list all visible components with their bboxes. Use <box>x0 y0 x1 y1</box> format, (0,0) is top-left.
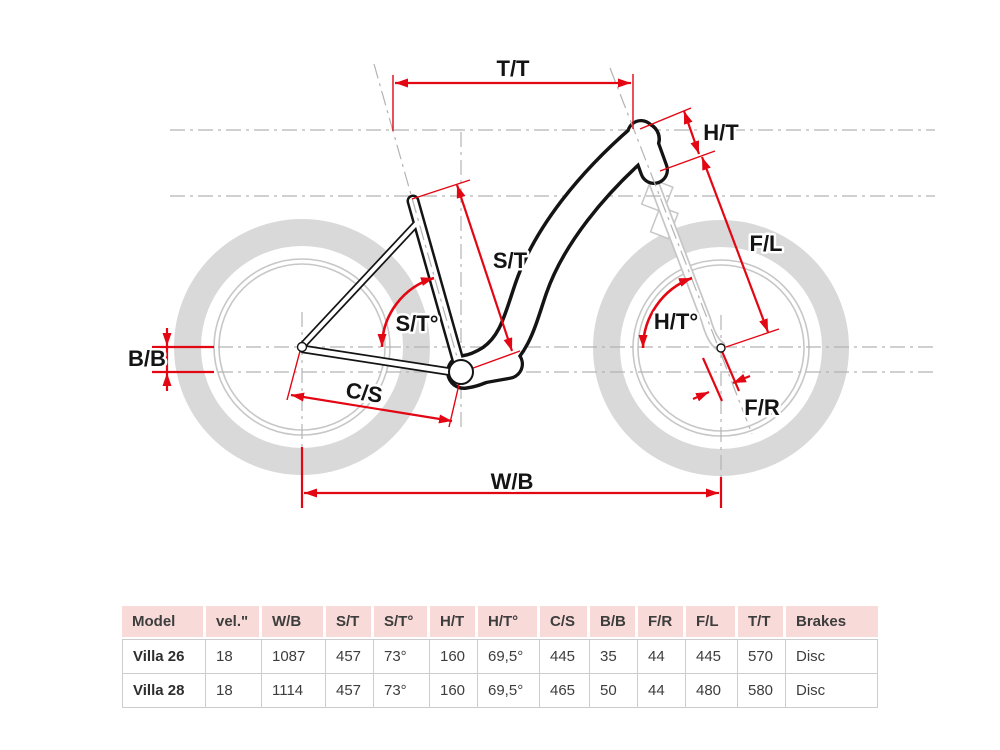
table-header-cell: H/T° <box>478 606 540 639</box>
label-wheelbase: W/B <box>491 469 534 494</box>
dim-seat-tube <box>411 179 521 372</box>
table-header-cell: Brakes <box>786 606 878 639</box>
dim-head-tube <box>639 107 716 172</box>
dim-wheelbase <box>300 447 723 508</box>
value-cell: 50 <box>590 674 638 708</box>
value-cell: 457 <box>326 639 374 674</box>
label-head-tube: H/T <box>703 120 739 145</box>
table-header-cell: T/T <box>738 606 786 639</box>
value-cell: 445 <box>540 639 590 674</box>
dim-fork-rake <box>692 348 751 402</box>
label-bb-drop: B/B <box>128 346 166 371</box>
table-header-cell: vel." <box>206 606 262 639</box>
model-cell: Villa 28 <box>122 674 206 708</box>
rear-axle <box>296 341 308 353</box>
dimension-labels: T/T H/T S/T F/L S/T° H/T° B/B C/S F/R W/… <box>126 54 785 497</box>
value-cell: 69,5° <box>478 674 540 708</box>
value-cell: 73° <box>374 674 430 708</box>
dimensions <box>152 74 780 508</box>
label-fork-length: F/L <box>750 231 783 256</box>
guide-lines <box>170 129 935 478</box>
dim-bb-drop <box>152 328 214 391</box>
label-seat-tube: S/T <box>493 248 528 273</box>
value-cell: 1087 <box>262 639 326 674</box>
dim-head-angle-arc <box>638 276 693 349</box>
value-cell: 18 <box>206 639 262 674</box>
table-header-cell: F/L <box>686 606 738 639</box>
table-header-cell: Model <box>122 606 206 639</box>
label-fork-rake: F/R <box>744 395 780 420</box>
value-cell: 1114 <box>262 674 326 708</box>
seat-tube-axis <box>373 63 462 372</box>
table-header-cell: H/T <box>430 606 478 639</box>
table-header-cell: S/T <box>326 606 374 639</box>
value-cell: Disc <box>786 639 878 674</box>
label-seat-angle: S/T° <box>395 311 438 336</box>
nodes <box>296 341 726 385</box>
value-cell: Disc <box>786 674 878 708</box>
bottom-bracket <box>448 359 474 385</box>
dim-top-tube <box>392 74 634 131</box>
table-header-cell: F/R <box>638 606 686 639</box>
table-header-cell: B/B <box>590 606 638 639</box>
dim-seat-angle-arc <box>377 276 435 348</box>
value-cell: 18 <box>206 674 262 708</box>
value-cell: 580 <box>738 674 786 708</box>
value-cell: 457 <box>326 674 374 708</box>
value-cell: 73° <box>374 639 430 674</box>
table-header-cell: W/B <box>262 606 326 639</box>
value-cell: 69,5° <box>478 639 540 674</box>
label-top-tube: T/T <box>497 56 531 81</box>
value-cell: 445 <box>686 639 738 674</box>
table-header-cell: S/T° <box>374 606 430 639</box>
model-cell: Villa 26 <box>122 639 206 674</box>
value-cell: 160 <box>430 674 478 708</box>
label-head-angle: H/T° <box>654 309 698 334</box>
value-cell: 465 <box>540 674 590 708</box>
value-cell: 480 <box>686 674 738 708</box>
geometry-diagram: T/T H/T S/T F/L S/T° H/T° B/B C/S F/R W/… <box>126 54 935 508</box>
front-axle <box>716 343 726 353</box>
value-cell: 160 <box>430 639 478 674</box>
value-cell: 35 <box>590 639 638 674</box>
dim-fork-length <box>700 156 780 348</box>
value-cell: 44 <box>638 639 686 674</box>
value-cell: 44 <box>638 674 686 708</box>
table-header-cell: C/S <box>540 606 590 639</box>
value-cell: 570 <box>738 639 786 674</box>
label-chain-stay: C/S <box>344 377 384 407</box>
